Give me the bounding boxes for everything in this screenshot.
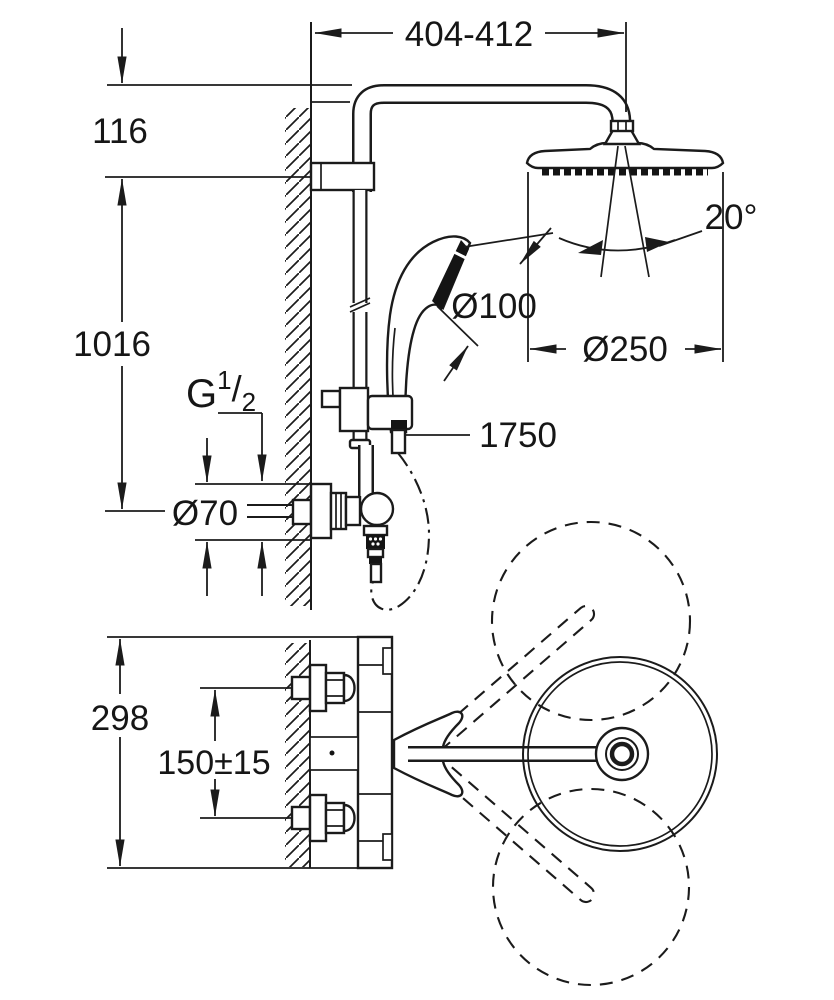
dim-top-offset: 116 — [92, 28, 148, 151]
inlet-plate — [308, 663, 328, 713]
inlet-nut-lines — [326, 679, 344, 697]
side-view — [105, 22, 725, 611]
head-nut — [609, 119, 635, 133]
ball-joint-ring-mid — [605, 737, 639, 771]
hand-shower-face-slit — [453, 250, 467, 260]
escutcheon — [309, 482, 333, 540]
inlet-stub — [290, 805, 312, 831]
valve-body — [359, 491, 395, 527]
grip-dot — [368, 537, 373, 541]
holder-knob — [320, 389, 342, 409]
hand-shower-face — [432, 240, 469, 310]
outlet-grip — [366, 535, 385, 549]
dim-hose-length: 1750 — [405, 416, 557, 455]
dim-label-inlet-spacing: 150±15 — [157, 744, 270, 782]
union-adapter — [344, 495, 362, 527]
arrow-lower — [443, 345, 469, 382]
dim-label-angle: 20° — [705, 198, 758, 237]
inlet-plate — [308, 793, 328, 843]
swivel-circle-lower — [491, 787, 691, 987]
supply-pipe-stub — [247, 504, 293, 518]
inlet-connection-top — [290, 663, 356, 713]
dim-label-arm-reach: 404-412 — [405, 15, 533, 54]
inlet-stub — [290, 675, 312, 701]
valve-body-plan — [356, 635, 394, 870]
dim-label-hose: 1750 — [479, 416, 557, 455]
arc-arrow-right — [645, 237, 669, 252]
head-body — [525, 141, 725, 170]
dim-spray-angle: 20° — [558, 198, 758, 255]
union-nut — [329, 491, 348, 531]
dim-arm-reach: 404-412 — [314, 15, 627, 112]
dim-thread: G1/2 — [186, 365, 267, 482]
ext-lines — [527, 172, 724, 362]
valve-body-plan-lines — [358, 664, 392, 842]
arc-arrow-left — [578, 240, 603, 255]
inlet-dome — [342, 673, 356, 703]
dim-label-hand-shower: Ø100 — [451, 287, 537, 326]
dim-escutcheon: Ø70 — [172, 438, 267, 596]
inlet-connection-bottom — [290, 793, 356, 843]
spray-lines — [600, 145, 650, 278]
shower-head-plan-outer — [522, 656, 718, 852]
shower-arm-pipe-outline — [352, 84, 632, 192]
swivel-circle-upper — [490, 520, 692, 722]
outlet-flange — [362, 524, 389, 537]
hose-joint — [391, 420, 407, 430]
outlet-tube — [369, 562, 383, 584]
valve-corner-detail-bottom — [382, 833, 393, 861]
grip-dot — [373, 537, 378, 541]
dimensions: 404-412 116 1016 G1/2 Ø70 — [73, 15, 758, 867]
valve-corner-detail-top — [382, 647, 393, 675]
thread-nipple — [291, 498, 313, 526]
shower-arm-pipe-fill — [354, 86, 630, 192]
outlet-band — [369, 557, 382, 564]
dim-plan-depth: 298 — [91, 638, 149, 867]
grip-dot — [371, 542, 375, 546]
center-mark — [329, 750, 335, 756]
dim-label-top-offset: 116 — [92, 112, 148, 151]
inlet-dome — [342, 803, 356, 833]
swivel-arm-lower — [424, 752, 596, 903]
shower-head-plan-inner — [527, 661, 713, 847]
thermostat-valve-side — [247, 445, 395, 584]
arrow-upper — [519, 227, 552, 265]
dim-label-head-dia: Ø250 — [582, 330, 668, 369]
dim-label-rail-height: 1016 — [73, 325, 151, 364]
inlet-nut — [324, 671, 346, 705]
rail-break-marks — [349, 297, 371, 313]
dim-rail-height: 1016 — [73, 178, 151, 510]
angle-leader — [658, 230, 703, 247]
inlet-nut-lines — [326, 809, 344, 827]
ball-joint-ring-dark — [609, 741, 635, 767]
dim-hand-shower-dia: Ø100 — [436, 227, 554, 382]
plan-view — [107, 520, 718, 987]
dim-head-dia: Ø250 — [527, 172, 724, 369]
shower-head-side — [525, 119, 725, 278]
thread-label: G1/2 — [186, 365, 256, 417]
outlet-ring — [366, 547, 385, 559]
wall-hatch-side — [285, 108, 311, 606]
inlet-nut — [324, 801, 346, 835]
dim-inlet-spacing: 150±15 — [157, 689, 271, 817]
ball-joint-ring-outer — [594, 726, 650, 782]
ext-line-bottom — [436, 305, 479, 347]
holder-clamp — [338, 386, 370, 433]
grip-dot — [376, 542, 380, 546]
dim-label-plan-depth: 298 — [91, 699, 149, 738]
dim-label-escutcheon: Ø70 — [172, 494, 238, 533]
ext-line-top — [463, 232, 554, 248]
hose-connector-tube — [390, 428, 407, 455]
head-nut-lines — [617, 121, 627, 131]
union-nut-lines — [335, 493, 342, 529]
slider-holder — [320, 386, 414, 433]
grip-dot — [378, 537, 383, 541]
swivel-arm-upper — [424, 605, 596, 756]
